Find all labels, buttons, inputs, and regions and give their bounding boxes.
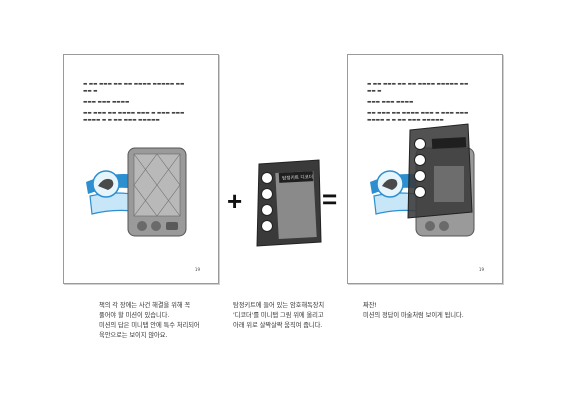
page-text-block: ▬ ▬▬ ▬▬▬ ▬▬ ▬▬ ▬▬▬▬ ▬▬▬▬▬ ▬▬ ▬▬ ▬ (367, 82, 469, 94)
plus-sign: + (227, 186, 243, 216)
decoder-holes (261, 172, 273, 232)
equals-sign: = (322, 184, 338, 214)
book-page-before: ▬ ▬▬ ▬▬▬ ▬▬ ▬▬ ▬▬▬▬ ▬▬▬▬▬ ▬▬ ▬▬ ▬ ▬▬▬ ▬▬… (63, 54, 219, 284)
decoded-illustration (370, 123, 475, 237)
page-number: 19 (194, 267, 200, 272)
decoder-label: 탐정키트 디코더 (282, 173, 313, 182)
page-text-block: ▬ ▬▬ ▬▬▬ ▬▬ ▬▬ ▬▬▬▬ ▬▬▬▬▬ ▬▬ ▬▬ ▬ (83, 82, 185, 94)
page-text-block: ▬▬▬ ▬▬▬ ▬▬▬▬ (367, 100, 414, 105)
page-text-block: ▬▬▬ ▬▬▬ ▬▬▬▬ (83, 100, 130, 105)
mini-tab-device (127, 147, 187, 237)
mini-tab-illustration (86, 147, 187, 237)
decoder-device: 탐정키트 디코더 (256, 159, 322, 247)
page-number: 19 (478, 267, 484, 272)
caption-step-3: 짜잔! 미션의 정답이 마술처럼 보이게 됩니다. (363, 302, 464, 319)
caption-step-1: 책의 각 장에는 사건 해결을 위해 꼭 풀어야 할 미션이 있습니다. 미션의… (99, 302, 200, 339)
caption-step-2: 탐정키트에 들어 있는 암호해독장치 '디코더'를 미니탭 그림 위에 올리고 … (233, 302, 325, 329)
page-text-block: ▬▬ ▬▬▬ ▬▬ ▬▬▬▬ ▬▬▬ ▬ ▬▬▬ ▬▬▬ ▬▬▬▬ ▬ ▬ ▬▬… (367, 111, 469, 123)
page-text-block: ▬▬ ▬▬▬ ▬▬ ▬▬▬▬ ▬▬▬ ▬ ▬▬▬ ▬▬▬ ▬▬▬▬ ▬ ▬ ▬▬… (83, 111, 185, 123)
decoder-overlay (407, 123, 473, 219)
